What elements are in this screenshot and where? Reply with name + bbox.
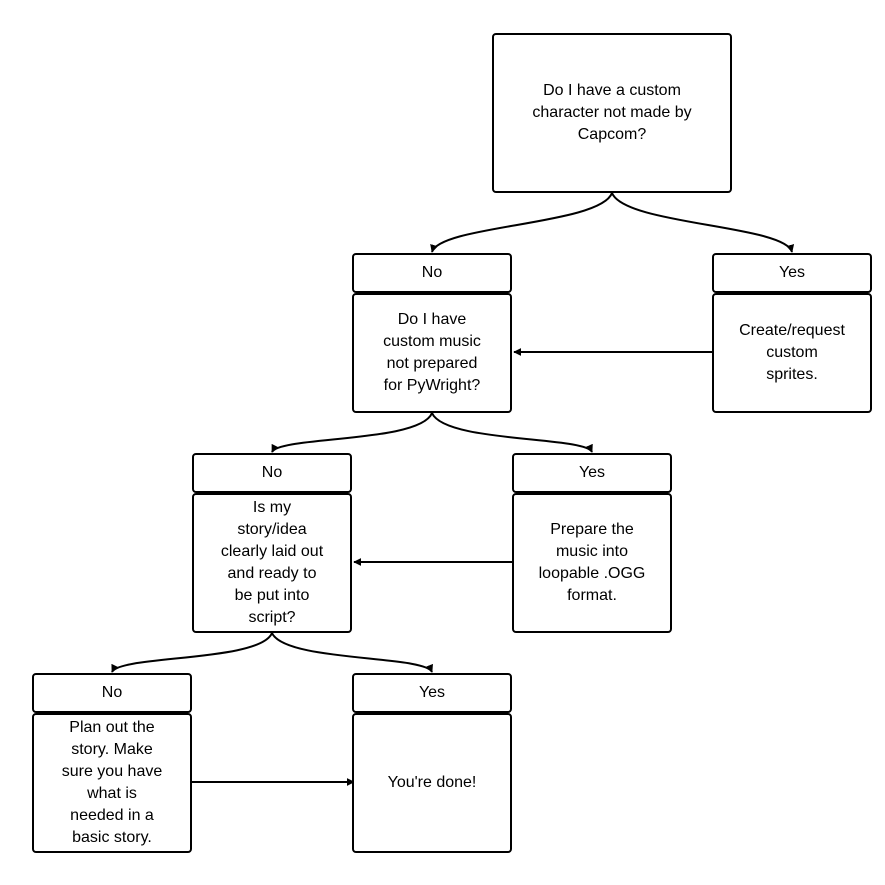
- label-yes-story: Yes: [352, 673, 512, 713]
- arrow-q1-to-no: [430, 192, 613, 253]
- label-yes-character: Yes: [712, 253, 872, 293]
- label-no-music: No: [192, 453, 352, 493]
- label-no-character: No: [352, 253, 512, 293]
- question-custom-music: Do I have custom music not prepared for …: [352, 293, 512, 413]
- arrow-q2-to-no: [271, 412, 433, 453]
- action-plan-story: Plan out the story. Make sure you have w…: [32, 713, 192, 853]
- arrow-q1-to-yes: [611, 192, 795, 253]
- label-no-story: No: [32, 673, 192, 713]
- question-custom-character: Do I have a custom character not made by…: [492, 33, 732, 193]
- arrow-q2-to-yes: [431, 412, 593, 453]
- action-create-sprites: Create/request custom sprites.: [712, 293, 872, 413]
- arrow-q3-to-no: [111, 632, 273, 673]
- action-prepare-music: Prepare the music into loopable .OGG for…: [512, 493, 672, 633]
- result-done: You're done!: [352, 713, 512, 853]
- arrow-q3-to-yes: [271, 632, 433, 673]
- question-story-ready: Is my story/idea clearly laid out and re…: [192, 493, 352, 633]
- label-yes-music: Yes: [512, 453, 672, 493]
